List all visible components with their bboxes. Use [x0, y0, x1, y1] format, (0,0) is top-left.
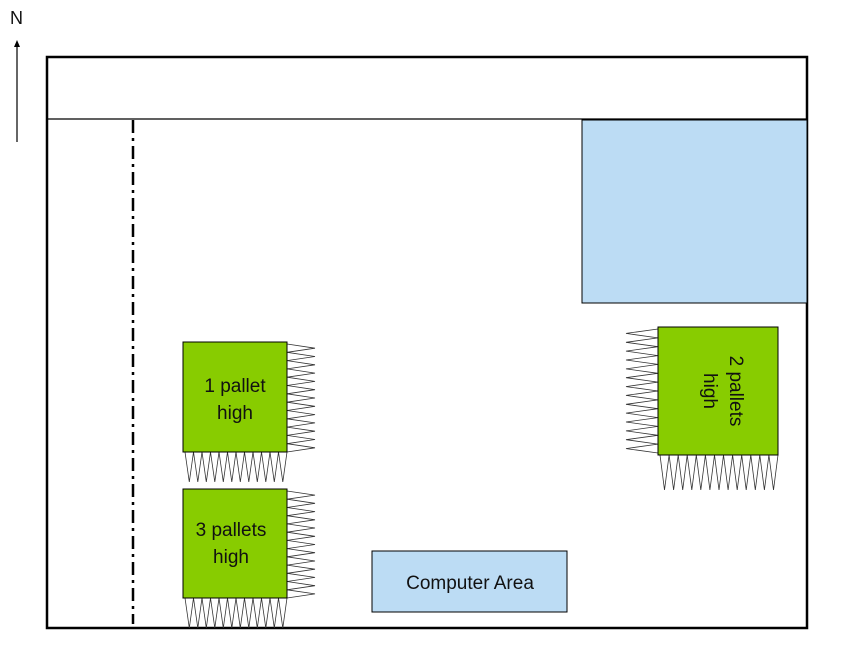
pallet-stack-label-line1: 3 pallets [196, 520, 267, 541]
pallet-stack-label-line2: high [213, 547, 249, 568]
north-arrowhead-icon [14, 40, 20, 47]
pallet-block [182, 341, 288, 453]
pallet-stack-label-line2: high [699, 373, 720, 409]
pallet-stack-2-high: 2 pallets high [625, 326, 779, 491]
computer-area: Computer Area [371, 550, 568, 613]
pallet-edge-zigzag [286, 343, 316, 453]
pallet-stack-label-line2: high [217, 403, 253, 424]
pallet-block [657, 326, 779, 456]
pallet-block [182, 488, 288, 599]
pallet-edge-zigzag [659, 454, 779, 491]
pallet-stack-1-high: 1 pallet high [182, 341, 316, 483]
blue-area-northeast [581, 119, 808, 304]
pallet-stack-3-high: 3 pallets high [182, 488, 316, 629]
north-indicator: N [10, 8, 23, 142]
pallet-stack-label-line1: 1 pallet [204, 376, 266, 397]
north-label: N [10, 8, 23, 28]
computer-area-box [371, 550, 568, 613]
pallet-edge-zigzag [286, 490, 316, 599]
pallet-stack-label-line1: 2 pallets [725, 356, 746, 427]
computer-area-label: Computer Area [406, 573, 534, 594]
